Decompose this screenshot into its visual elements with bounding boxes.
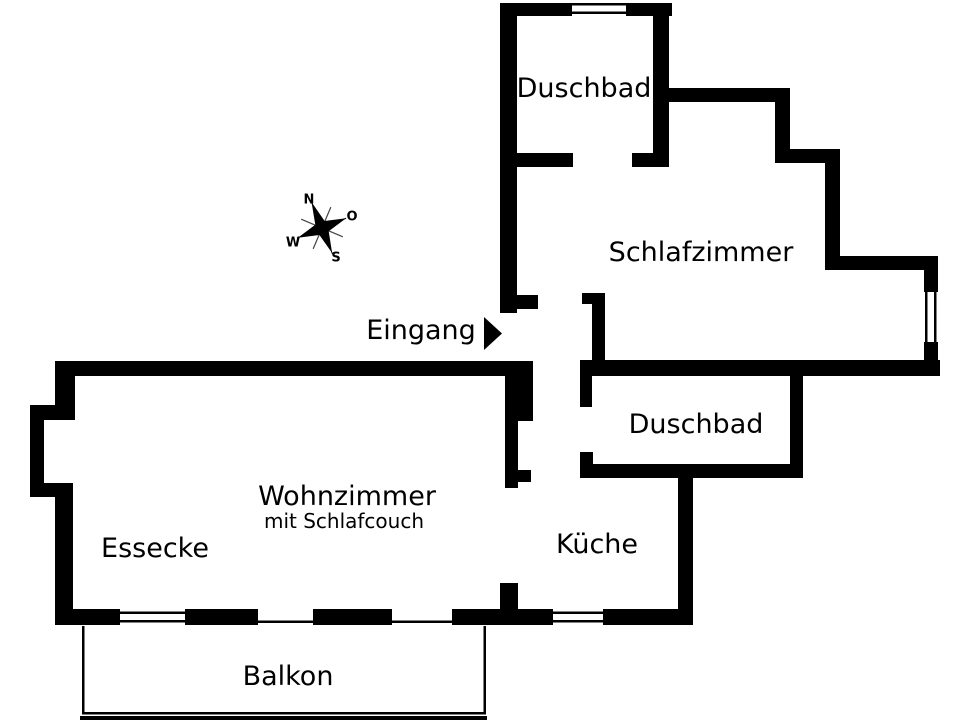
walls <box>30 3 940 720</box>
compass-rose-icon <box>296 199 347 255</box>
room-label-wohnzimmer: Wohnzimmer <box>258 481 436 513</box>
wall <box>55 483 73 622</box>
wall <box>653 88 790 102</box>
wall <box>55 361 533 376</box>
wall <box>55 609 120 625</box>
compass-label-west: W <box>285 235 301 251</box>
wall <box>924 256 938 292</box>
room-label-essecke: Essecke <box>101 533 209 565</box>
wall <box>580 376 592 407</box>
window-symbols <box>120 3 937 623</box>
balcony-door-thresholds <box>258 620 452 623</box>
wall <box>775 149 840 163</box>
wall <box>825 149 840 270</box>
compass-label-north: N <box>303 192 315 208</box>
wall <box>775 88 790 163</box>
entrance-arrow-icon <box>484 317 502 350</box>
wall <box>500 153 573 167</box>
window-symbol-wohnzimmer <box>120 611 185 623</box>
wall <box>603 609 693 625</box>
room-sublabel-wohnzimmer: mit Schlafcouch <box>263 509 425 533</box>
room-label-kueche: Küche <box>555 529 639 561</box>
room-label-schlafzimmer: Schlafzimmer <box>608 237 794 269</box>
wall <box>825 256 938 270</box>
window-symbol-duschbad-top <box>570 3 628 14</box>
wall <box>313 609 392 625</box>
room-label-duschbad-top: Duschbad <box>516 73 652 105</box>
window-symbol-schlafzimmer <box>925 291 937 343</box>
room-label-duschbad-right: Duschbad <box>628 409 764 441</box>
entrance-label: Eingang <box>366 315 476 347</box>
room-label-balkon: Balkon <box>242 661 334 693</box>
wall <box>790 376 803 478</box>
wall <box>500 583 518 609</box>
wall <box>185 609 258 625</box>
wall <box>518 470 531 482</box>
wall <box>55 361 75 407</box>
wall <box>582 293 592 304</box>
wall <box>30 405 44 497</box>
wall <box>517 295 538 309</box>
wall <box>452 609 553 625</box>
wall <box>678 464 693 625</box>
wall <box>653 3 669 167</box>
window-symbol-kueche <box>553 611 603 623</box>
wall <box>505 361 533 421</box>
wall <box>632 153 669 167</box>
wall <box>80 716 487 720</box>
compass-label-east: O <box>346 209 358 225</box>
wall <box>592 293 605 376</box>
wall <box>580 360 940 376</box>
wall <box>500 3 572 16</box>
balcony-outline <box>82 626 486 715</box>
wall <box>505 421 518 488</box>
compass-label-south: S <box>331 250 341 266</box>
